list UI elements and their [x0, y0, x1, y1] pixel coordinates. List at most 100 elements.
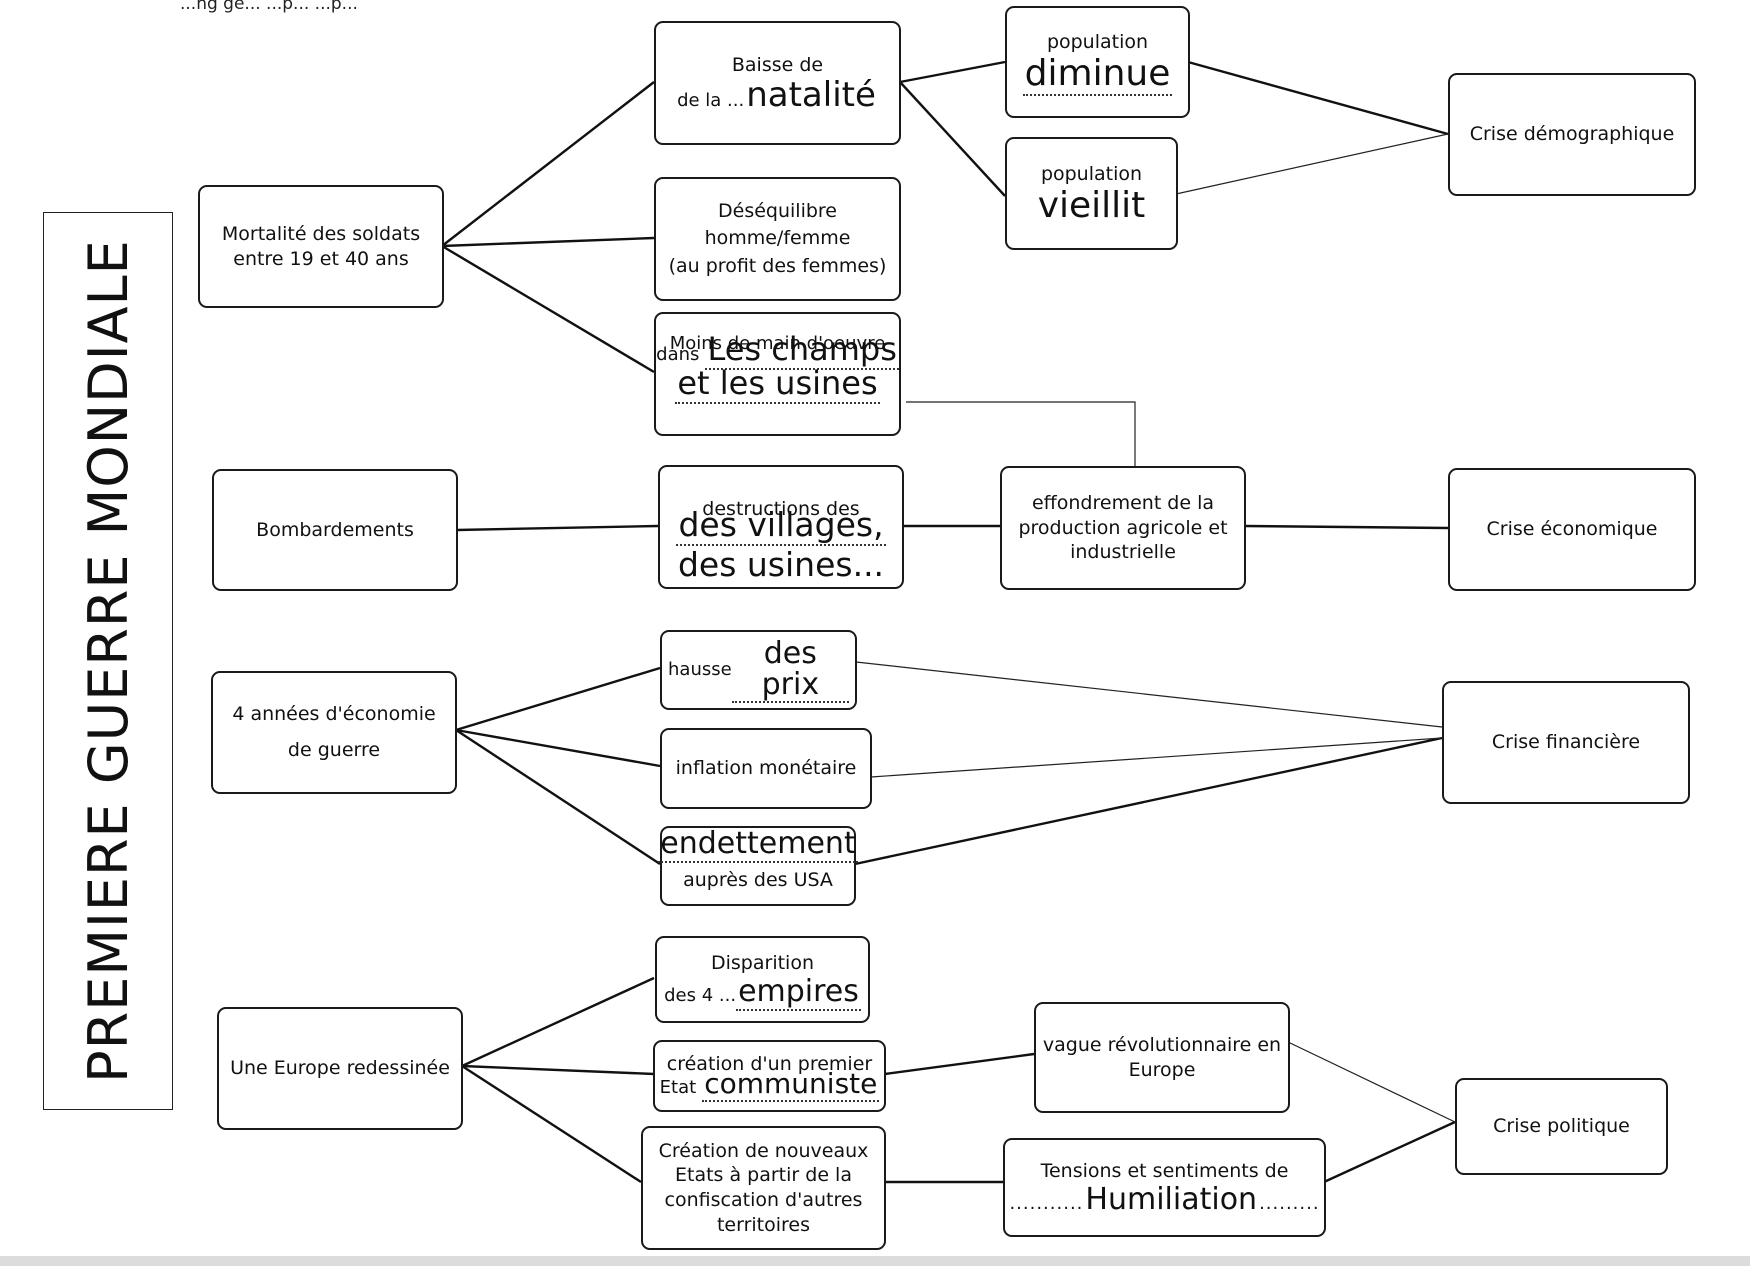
tensions-answer: Humiliation [1085, 1182, 1258, 1217]
pop-diminue-label: population [1046, 31, 1149, 53]
cause-economie-line1: 4 années d'économie [232, 703, 436, 726]
main-oeuvre-answer1: Les champs [705, 330, 899, 371]
natalite-line1: Baisse de [731, 53, 824, 76]
vague-line2: Europe [1128, 1058, 1196, 1081]
main-oeuvre-line2: dans Les champs [656, 330, 899, 371]
line-endettement-fin [854, 736, 1443, 866]
cause-bombardements-label: Bombardements [256, 518, 414, 541]
nouveaux-etats-line3: confiscation d'autres [664, 1189, 863, 1211]
line-main-oeuvre-effondrement [906, 401, 1136, 467]
line-europe-communiste [461, 1064, 655, 1076]
line-mortalite-desequilibre [441, 236, 655, 248]
tensions-line2: ...........Humiliation......... [1009, 1184, 1319, 1216]
footer-scroll-bar [0, 1256, 1750, 1266]
nouveaux-etats-line4: territoires [716, 1213, 811, 1236]
cause-economie-line2: de guerre [287, 738, 381, 761]
hausse-prefix: hausse [668, 659, 732, 681]
crise-economique-label: Crise économique [1486, 518, 1658, 541]
pop-vieillit-label: population [1040, 163, 1143, 186]
tensions-prefix: ........... [1009, 1193, 1084, 1214]
line-natalite-diminue [899, 60, 1006, 84]
cause-bombardements-box: Bombardements [212, 469, 458, 591]
pop-vieillit-answer: vieillit [1037, 184, 1146, 226]
empires-prefix: des 4 ... [664, 985, 737, 1006]
crise-demographique-label: Crise démographique [1469, 123, 1675, 146]
title-box [43, 212, 173, 1110]
cause-mortalite-line2: entre 19 et 40 ans [233, 247, 409, 270]
cause-europe-box: Une Europe redessinée [217, 1007, 463, 1130]
line-hausse-fin [855, 661, 1443, 728]
effect-pop-vieillit-box: population vieillit [1005, 137, 1178, 250]
natalite-answer: natalité [746, 74, 876, 115]
line-diminue-demo [1187, 60, 1449, 136]
effondrement-line3: industrielle [1070, 541, 1176, 564]
effect-natalite-box: Baisse de de la ...natalité [654, 21, 901, 145]
destructions-answer1: des villages, [676, 504, 886, 546]
crise-economique-box: Crise économique [1448, 468, 1696, 591]
line-europe-empires [461, 976, 655, 1068]
line-economie-hausse [455, 666, 661, 732]
crise-politique-label: Crise politique [1493, 1115, 1630, 1138]
communiste-answer: communiste [702, 1067, 880, 1102]
effect-destructions-box: destructions des des villages, des usine… [658, 465, 904, 589]
main-oeuvre-line1: Moins de main d'oeuvre [669, 333, 886, 354]
cutoff-top-text: ...ng ge... ...p... ...p... [180, 0, 358, 14]
effect-communiste-box: création d'un premier Etat communiste [653, 1040, 886, 1112]
main-oeuvre-answer2: et les usines [675, 364, 880, 405]
effondrement-line1: effondrement de la [1031, 491, 1215, 514]
effect-endettement-box: endettement auprès des USA [658, 826, 858, 906]
effect-desequilibre-box: Déséquilibre homme/femme (au profit des … [654, 177, 901, 301]
line-communiste-vague [884, 1052, 1035, 1076]
main-oeuvre-prefix: dans [656, 344, 700, 366]
effect-inflation-box: inflation monétaire [660, 728, 872, 809]
effect-vague-box: vague révolutionnaire en Europe [1034, 1002, 1290, 1113]
vague-line1: vague révolutionnaire en [1042, 1033, 1282, 1056]
desequilibre-line2: homme/femme [704, 227, 851, 250]
communiste-prefix: Etat [659, 1077, 697, 1098]
diagram-title: PREMIERE GUERRE MONDIALE [76, 239, 140, 1083]
line-mortalite-natalite [441, 81, 655, 247]
communiste-line2: Etat communiste [659, 1067, 880, 1102]
effect-tensions-box: Tensions et sentiments de ...........Hum… [1003, 1138, 1326, 1237]
crise-demographique-box: Crise démographique [1448, 73, 1696, 196]
desequilibre-line1: Déséquilibre [718, 199, 837, 222]
cause-economie-box: 4 années d'économie de guerre [211, 671, 457, 794]
natalite-line2: de la ...natalité [677, 74, 878, 115]
destructions-answer2: des usines... [677, 545, 885, 585]
hausse-answer: des prix [731, 637, 849, 703]
cause-europe-label: Une Europe redessinée [230, 1057, 450, 1080]
effondrement-line2: production agricole et [1018, 516, 1228, 539]
line-vieillit-demo [1175, 133, 1449, 195]
pop-vieillit-line2: vieillit [1036, 187, 1148, 225]
line-vague-politique [1287, 1041, 1456, 1123]
communiste-line1: création d'un premier [666, 1053, 873, 1076]
crise-financiere-box: Crise financière [1442, 681, 1690, 804]
effect-main-oeuvre-box: Moins de main d'oeuvre dans Les champs e… [654, 312, 901, 436]
empires-line2: des 4 ...empires [664, 974, 861, 1011]
effect-pop-diminue-box: population diminue [1005, 6, 1190, 118]
pop-diminue-answer: diminue [1022, 52, 1173, 96]
line-inflation-fin [870, 737, 1443, 778]
natalite-prefix: de la ... [677, 89, 745, 111]
crise-financiere-label: Crise financière [1491, 731, 1641, 754]
tensions-line1: Tensions et sentiments de [1040, 1160, 1289, 1183]
pop-diminue-line2: diminue [1022, 52, 1173, 96]
line-europe-nouveaux [461, 1064, 642, 1184]
tensions-suffix: ......... [1259, 1193, 1320, 1214]
nouveaux-etats-line2: Etats à partir de la [675, 1164, 852, 1187]
destructions-line3: des usines... [676, 548, 886, 583]
line-natalite-vieillit [899, 81, 1006, 197]
endettement-line2: auprès des USA [683, 868, 833, 891]
effect-empires-box: Disparition des 4 ...empires [655, 936, 870, 1023]
empires-line1: Disparition [711, 952, 814, 975]
crise-politique-box: Crise politique [1455, 1078, 1668, 1175]
line-economie-endettement [455, 728, 661, 866]
line-effondrement-eco [1244, 524, 1449, 530]
effect-nouveaux-etats-box: Création de nouveaux Etats à partir de l… [641, 1126, 886, 1250]
inflation-label: inflation monétaire [675, 757, 857, 780]
main-oeuvre-line3: et les usines [675, 364, 880, 405]
desequilibre-line3: (au profit des femmes) [668, 254, 887, 277]
empires-answer: empires [736, 974, 861, 1011]
